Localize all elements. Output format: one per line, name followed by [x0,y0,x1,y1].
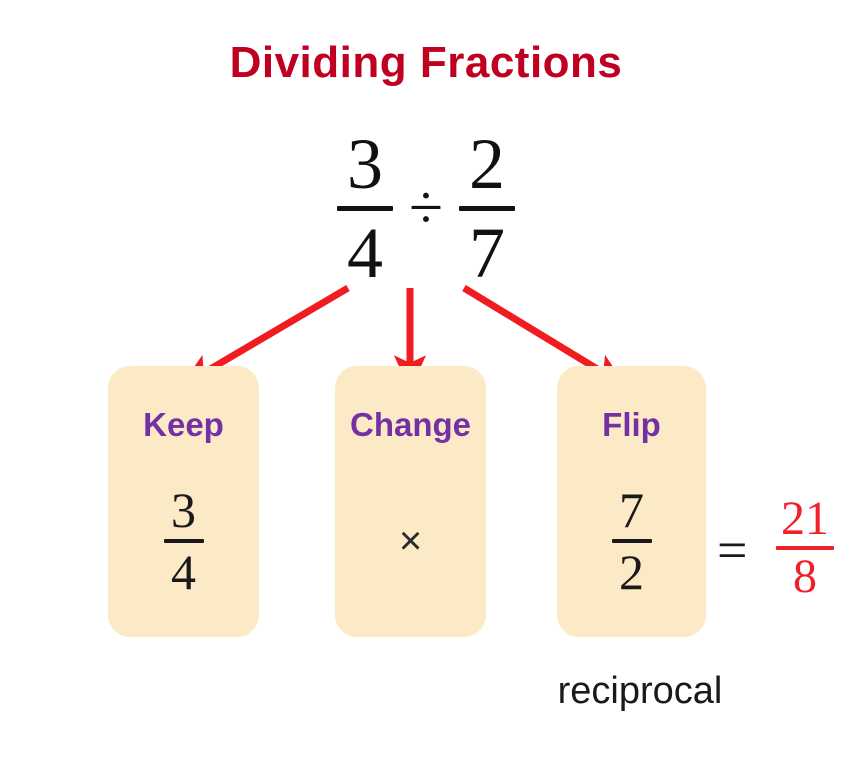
page-title: Dividing Fractions [229,38,623,87]
fraction-bar [611,539,652,543]
step-label-change: Change [349,406,471,443]
result-denominator: 8 [793,550,817,603]
fraction-bar [459,206,516,211]
result-value: 21 8 [760,495,850,601]
reciprocal-caption: reciprocal [557,670,723,712]
flip-denominator: 2 [619,544,644,600]
expression-right-denominator: 7 [469,213,506,293]
division-operator: ÷ [408,173,444,242]
expression-right-numerator: 2 [469,124,506,204]
step-box-change[interactable]: Change × [335,366,486,637]
step-box-keep[interactable]: Keep 3 4 [108,366,259,637]
step-value-change: × [335,476,486,606]
step-value-flip: 7 2 [557,476,706,606]
fraction-bar [776,546,834,550]
expression-left-denominator: 4 [346,213,383,293]
problem-expression: 3 4 ÷ 2 7 [0,128,852,289]
step-label-flip: Flip [602,406,661,443]
fraction-bar [163,539,204,543]
step-label-keep: Keep [143,406,224,443]
keep-fraction: 3 4 [163,482,204,600]
step-value-keep: 3 4 [108,476,259,606]
keep-denominator: 4 [171,544,196,600]
flip-numerator: 7 [619,482,644,538]
multiplication-symbol: × [398,519,423,563]
expression-left-fraction: 3 4 [336,124,393,293]
expression-left-numerator: 3 [346,124,383,204]
flip-fraction: 7 2 [611,482,652,600]
keep-numerator: 3 [171,482,196,538]
equals-sign: = [717,520,748,580]
fraction-bar [336,206,393,211]
step-box-flip[interactable]: Flip 7 2 [557,366,706,637]
expression-right-fraction: 2 7 [459,124,516,293]
result-fraction: 21 8 [776,495,834,601]
result-numerator: 21 [781,492,829,545]
